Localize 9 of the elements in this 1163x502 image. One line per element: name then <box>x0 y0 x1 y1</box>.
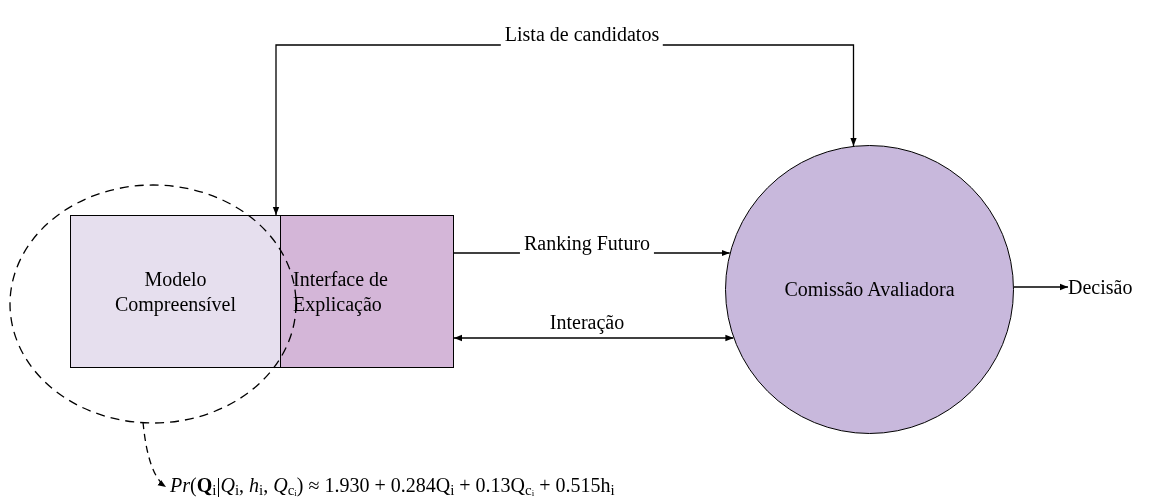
node-label: Comissão Avaliadora <box>784 277 955 302</box>
arrow <box>453 334 735 342</box>
node-label: Interface de Explicação <box>293 266 389 317</box>
decision-text: Decisão <box>1068 274 1133 300</box>
arrow <box>1013 283 1069 291</box>
arrow <box>142 421 167 488</box>
interface-box <box>281 215 454 368</box>
formula-text: Pr(Q$_{i}$|Q$_{i}$, h$_{i}$, Q$_{cᵢ}$) ≈ 1.930 + 0.284Q$_{i}$ + 0.13Q$_{cᵢ}$ + 0.515h$_{i}$ <box>170 472 615 498</box>
node-label: Modelo Compreensível <box>113 266 238 317</box>
